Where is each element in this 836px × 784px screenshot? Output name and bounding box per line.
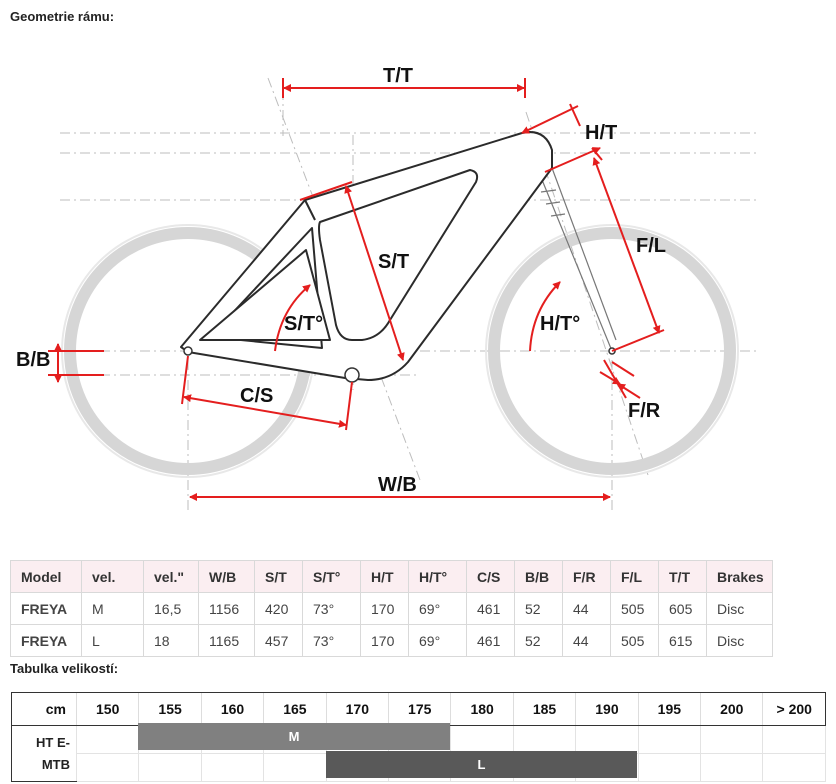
- table-cell: M: [81, 592, 144, 625]
- label-cs: C/S: [240, 385, 273, 407]
- table-cell: 52: [514, 592, 563, 625]
- height-header: 160: [200, 692, 264, 726]
- height-header: 195: [637, 692, 701, 726]
- table-cell: FREYA: [10, 592, 82, 625]
- table-cell: 16,5: [143, 592, 199, 625]
- header-cell: Brakes: [706, 560, 773, 593]
- table-cell: 505: [610, 592, 659, 625]
- header-cell: Model: [10, 560, 82, 593]
- height-header: 170: [325, 692, 389, 726]
- label-fr: F/R: [628, 400, 661, 422]
- cs-dimension: [183, 394, 347, 428]
- table-cell: 420: [254, 592, 303, 625]
- geometry-heading: Geometrie rámu:: [10, 9, 115, 24]
- st-dimension: [344, 185, 405, 361]
- unit-label: cm: [11, 692, 77, 726]
- label-bb: B/B: [16, 349, 50, 371]
- st-angle-arc: [274, 284, 311, 352]
- height-header: 200: [700, 692, 763, 726]
- table-cell: 605: [658, 592, 707, 625]
- table-cell: 52: [514, 624, 563, 657]
- table-cell: FREYA: [10, 624, 82, 657]
- label-tt: T/T: [383, 65, 413, 87]
- table-cell: 461: [466, 624, 515, 657]
- size-row-label: HT E-MTB: [11, 725, 77, 782]
- label-wb: W/B: [378, 474, 417, 496]
- header-cell: S/T°: [302, 560, 361, 593]
- table-row: FREYA M 16,5 1156 420 73° 170 69° 461 52…: [10, 592, 773, 625]
- table-cell: 73°: [302, 624, 361, 657]
- height-header: 155: [138, 692, 202, 726]
- table-cell: 505: [610, 624, 659, 657]
- geometry-table: Model vel. vel." W/B S/T S/T° H/T H/T° C…: [10, 560, 773, 657]
- height-header: 185: [512, 692, 576, 726]
- frame-geometry-diagram: T/T H/T S/T S/T° H/T° F/L B/B C/S F/R W/…: [16, 65, 760, 510]
- size-chart-header: cm 150 155 160 165 170 175 180 185 190 1…: [11, 692, 826, 726]
- header-cell: H/T°: [408, 560, 467, 593]
- height-header: 165: [263, 692, 327, 726]
- table-cell: 69°: [408, 592, 467, 625]
- table-cell: 73°: [302, 592, 361, 625]
- table-row: FREYA L 18 1165 457 73° 170 69° 461 52 4…: [10, 624, 773, 657]
- header-cell: vel.": [143, 560, 199, 593]
- label-ht-angle: H/T°: [540, 313, 580, 335]
- height-header: 175: [388, 692, 451, 726]
- table-cell: 457: [254, 624, 303, 657]
- table-cell: Disc: [706, 592, 773, 625]
- geometry-table-header: Model vel. vel." W/B S/T S/T° H/T H/T° C…: [10, 560, 773, 593]
- header-cell: vel.: [81, 560, 144, 593]
- table-cell: 615: [658, 624, 707, 657]
- table-cell: 69°: [408, 624, 467, 657]
- header-cell: H/T: [360, 560, 409, 593]
- header-cell: F/R: [562, 560, 611, 593]
- fl-dimension: [592, 157, 661, 334]
- table-cell: 170: [360, 624, 409, 657]
- label-fl: F/L: [636, 235, 666, 257]
- label-st: S/T: [378, 251, 409, 273]
- table-cell: 44: [562, 624, 611, 657]
- table-cell: Disc: [706, 624, 773, 657]
- size-range-bar-l: L: [326, 751, 637, 778]
- table-cell: 1165: [198, 624, 255, 657]
- table-cell: 170: [360, 592, 409, 625]
- header-cell: C/S: [466, 560, 515, 593]
- height-header: > 200: [762, 692, 826, 726]
- table-cell: 461: [466, 592, 515, 625]
- height-header: 180: [450, 692, 514, 726]
- table-cell: 18: [143, 624, 199, 657]
- height-header: 150: [75, 692, 139, 726]
- header-cell: S/T: [254, 560, 303, 593]
- header-cell: B/B: [514, 560, 563, 593]
- ht-angle-arc: [529, 281, 561, 352]
- table-cell: 44: [562, 592, 611, 625]
- dimension-lines: [48, 78, 665, 501]
- size-range-bar-m: M: [138, 723, 450, 750]
- header-cell: W/B: [198, 560, 255, 593]
- fr-dimension: [603, 359, 627, 399]
- size-chart-heading: Tabulka velikostí:: [10, 661, 119, 676]
- ht-dimension: [521, 105, 579, 134]
- table-cell: 1156: [198, 592, 255, 625]
- label-st-angle: S/T°: [284, 313, 323, 335]
- header-cell: F/L: [610, 560, 659, 593]
- height-header: 190: [575, 692, 639, 726]
- table-cell: L: [81, 624, 144, 657]
- header-cell: T/T: [658, 560, 707, 593]
- label-ht: H/T: [585, 122, 617, 144]
